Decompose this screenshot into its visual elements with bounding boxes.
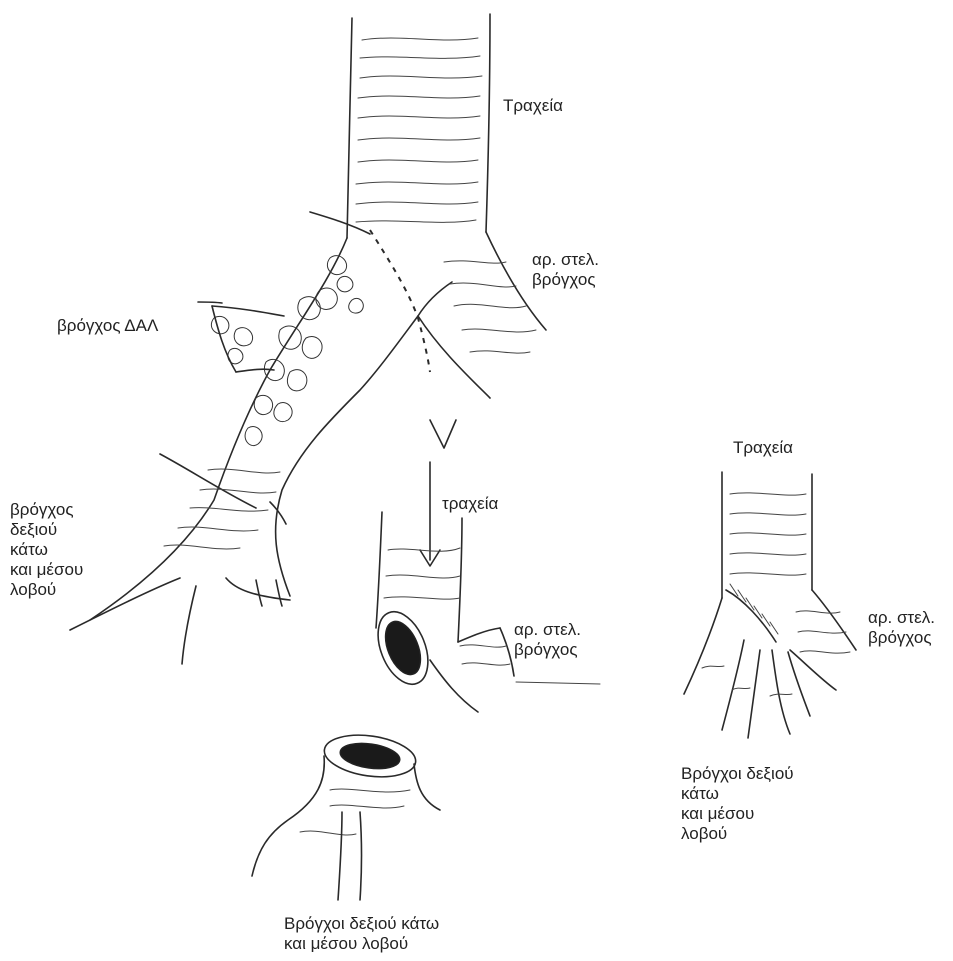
right-bronchus-rings: [164, 469, 280, 549]
stump-lumen: [379, 616, 428, 679]
main-left-bronchus-line-1: αρ. στελ.: [532, 250, 599, 270]
main-airway-drawing: [70, 14, 546, 664]
main-trachea-label: Τραχεία: [503, 96, 563, 116]
main-rul-bronchus-label: βρόγχος ΔΑΛ: [57, 316, 158, 336]
tumor-mass: [211, 256, 363, 446]
mid-left-bronchus-line-2: βρόγχος: [514, 640, 581, 660]
middle-airway-drawing: [368, 512, 600, 712]
suture-marks: [730, 584, 778, 634]
mid-left-bronchus-label: αρ. στελ. βρόγχος: [514, 620, 581, 660]
right-left-bronchus-label: αρ. στελ. βρόγχος: [868, 608, 935, 648]
right-caption-line-1: Βρόγχοι δεξιού: [681, 764, 794, 784]
right-caption-line-3: και μέσου: [681, 804, 794, 824]
main-right-lower-middle-label: βρόγχος δεξιού κάτω και μέσου λοβού: [10, 500, 83, 600]
rlm-line-3: κάτω: [10, 540, 83, 560]
main-left-bronchus-line-2: βρόγχος: [532, 270, 599, 290]
main-left-bronchus-label: αρ. στελ. βρόγχος: [532, 250, 599, 290]
bottom-caption-line-1: Βρόγχοι δεξιού κάτω: [284, 914, 439, 934]
mid-left-bronchus-line-1: αρ. στελ.: [514, 620, 581, 640]
rlm-line-4: και μέσου: [10, 560, 83, 580]
right-caption-line-4: λοβού: [681, 824, 794, 844]
right-caption: Βρόγχοι δεξιού κάτω και μέσου λοβού: [681, 764, 794, 844]
rlm-line-1: βρόγχος: [10, 500, 83, 520]
right-airway-drawing: [684, 472, 856, 738]
down-arrow: [420, 420, 456, 566]
bottom-airway-drawing: [252, 730, 440, 900]
right-trachea-label: Τραχεία: [733, 438, 793, 458]
left-bronchus-rings: [444, 261, 536, 353]
bottom-caption-line-2: και μέσου λοβού: [284, 934, 439, 954]
rlm-line-5: λοβού: [10, 580, 83, 600]
right-left-bronchus-line-1: αρ. στελ.: [868, 608, 935, 628]
right-left-bronchus-line-2: βρόγχος: [868, 628, 935, 648]
rlm-line-2: δεξιού: [10, 520, 83, 540]
trachea-rings: [356, 38, 482, 222]
right-caption-line-2: κάτω: [681, 784, 794, 804]
bottom-stump-lumen: [339, 740, 402, 772]
mid-trachea-label: τραχεία: [442, 494, 498, 514]
